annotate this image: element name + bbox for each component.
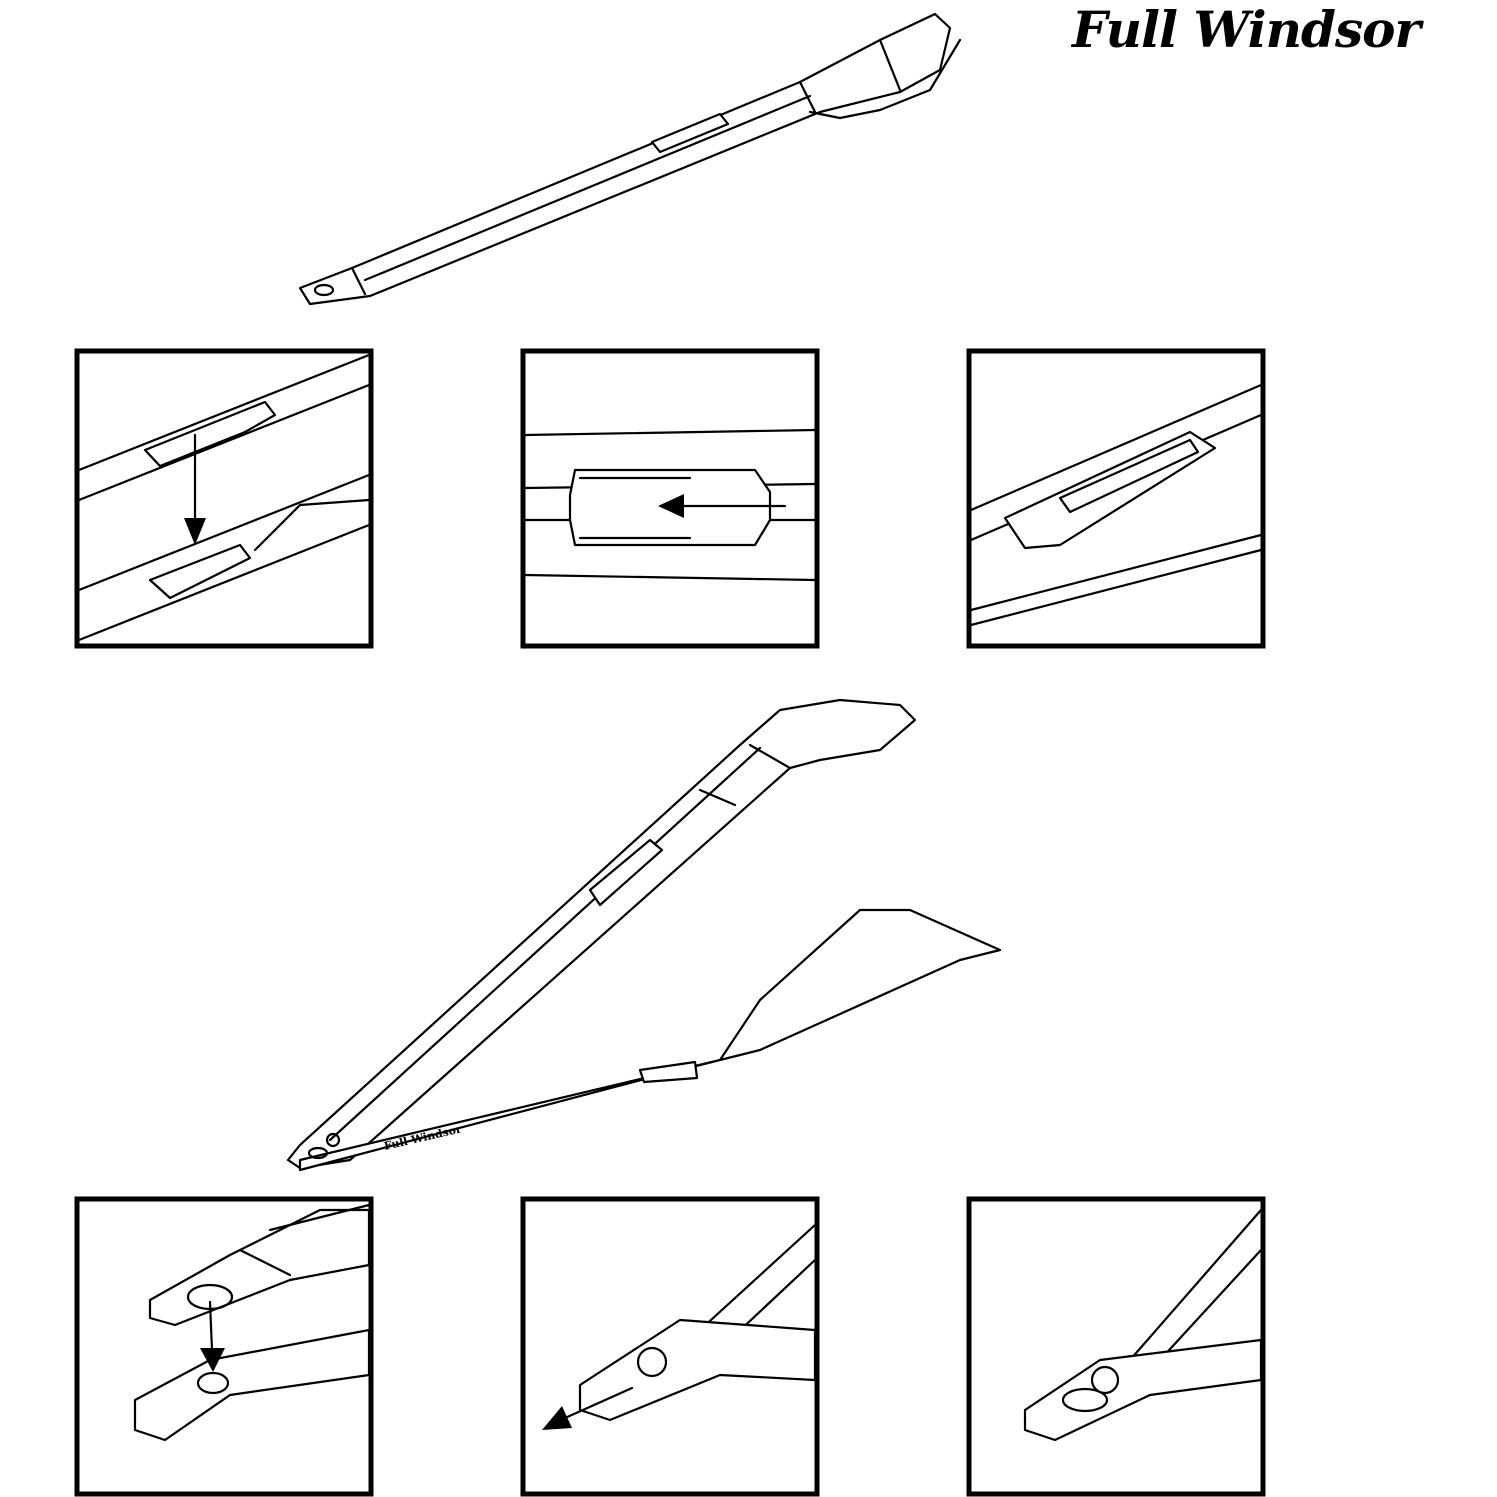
step-panel-2 <box>520 348 820 649</box>
open-tool-illustration: Full Windsor <box>286 698 1002 1172</box>
arrow-down-icon <box>200 1300 225 1372</box>
arrow-down-icon <box>184 433 206 545</box>
closed-tool-illustration <box>298 12 962 306</box>
step-panel-5 <box>520 1196 820 1497</box>
embossed-logo-text: Full Windsor <box>383 1122 463 1153</box>
step-panel-4 <box>74 1196 374 1497</box>
arrow-left-icon <box>658 494 787 518</box>
arrow-down-left-icon <box>542 1386 634 1430</box>
step-panel-6 <box>966 1196 1266 1497</box>
step-panel-3 <box>966 348 1266 649</box>
step-panel-1 <box>74 348 374 649</box>
brand-title: Full Windsor <box>1072 0 1421 59</box>
